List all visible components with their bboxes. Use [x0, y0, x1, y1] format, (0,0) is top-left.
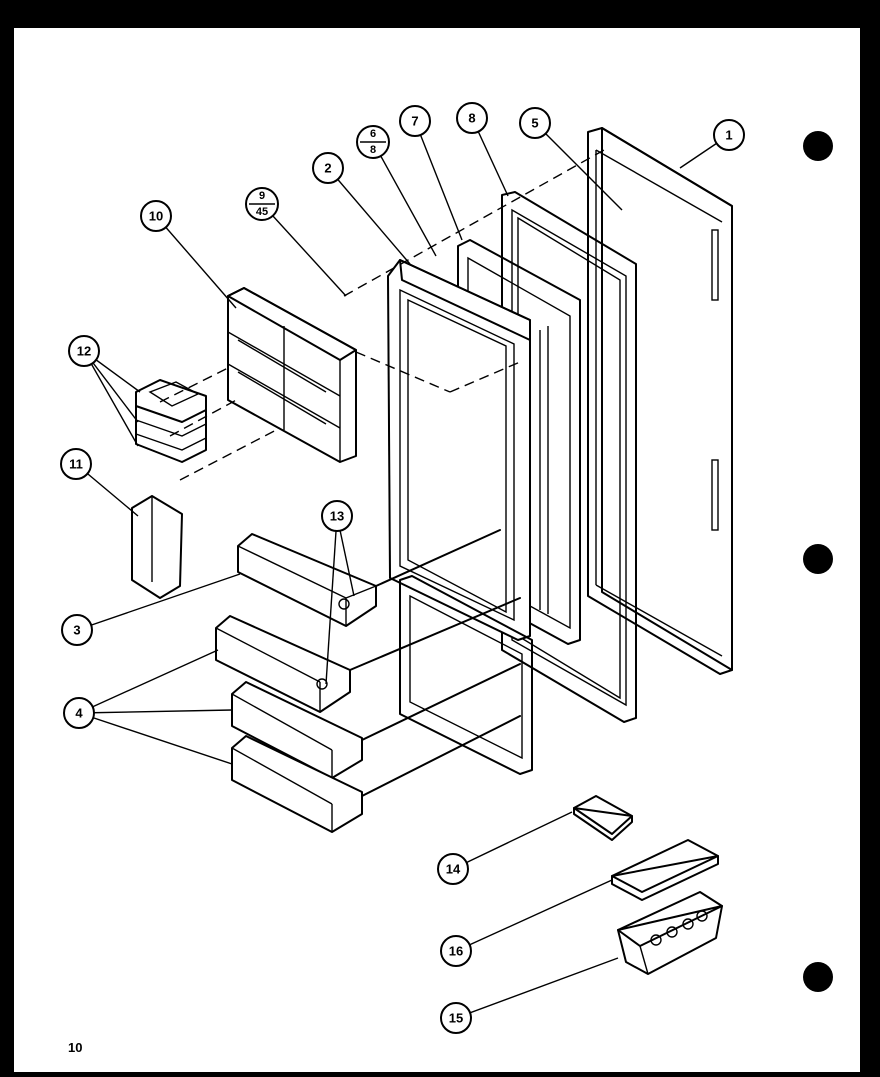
callout-6-top-label: 6: [370, 128, 376, 140]
callout-12-label: 12: [77, 344, 91, 359]
callout-16-label: 16: [449, 944, 463, 959]
part-4-door-bin-2: [231, 681, 363, 779]
callout-1-label: 1: [725, 128, 732, 143]
callout-13-label: 13: [330, 509, 344, 524]
callout-10: 10: [140, 200, 172, 232]
callout-9-top-label: 9: [259, 190, 265, 202]
callout-7: 7: [399, 105, 431, 137]
callout-4: 4: [63, 697, 95, 729]
binder-hole-top: [803, 131, 833, 161]
callout-8: 8: [456, 102, 488, 134]
binder-hole-middle: [803, 544, 833, 574]
binder-hole-bottom: [803, 962, 833, 992]
page-number: 10: [68, 1040, 82, 1055]
part-4-door-bin-3: [231, 735, 363, 833]
callout-10-label: 10: [149, 209, 163, 224]
part-15-basket: [617, 891, 723, 975]
part-16-lid: [611, 839, 719, 901]
callout-5-label: 5: [531, 116, 538, 131]
callout-3: 3: [61, 614, 93, 646]
callout-9-over-45: 9 45: [245, 187, 279, 221]
callout-13: 13: [321, 500, 353, 532]
part-2-lower-frame: [399, 575, 533, 775]
callout-4-label: 4: [75, 706, 83, 721]
callout-14: 14: [437, 853, 469, 885]
part-4-door-bin-1: [215, 615, 351, 713]
part-1-outer-door: [587, 127, 733, 675]
callout-8-label: 8: [468, 111, 475, 126]
callout-2: 2: [312, 152, 344, 184]
part-2-door-liner: [387, 259, 531, 641]
callout-16: 16: [440, 935, 472, 967]
callout-15-label: 15: [449, 1011, 463, 1026]
callout-11-label: 11: [69, 457, 83, 472]
callout-2-label: 2: [324, 161, 331, 176]
callout-11: 11: [60, 448, 92, 480]
callout-1: 1: [713, 119, 745, 151]
callout-6-bottom-label: 8: [370, 144, 376, 156]
callout-6-over-8: 6 8: [356, 125, 390, 159]
callout-5: 5: [519, 107, 551, 139]
callout-14-label: 14: [446, 862, 461, 877]
callout-12: 12: [68, 335, 100, 367]
part-3-door-bin: [237, 533, 377, 627]
callout-15: 15: [440, 1002, 472, 1034]
part-12-storage-bins: [135, 379, 207, 463]
part-14-small-tray: [573, 795, 633, 841]
callout-9-bottom-label: 45: [256, 206, 268, 218]
alignment-lines: [159, 149, 605, 797]
part-10-shelf-rack: [227, 287, 357, 463]
part-11-cover-panel: [131, 495, 183, 599]
callout-7-label: 7: [411, 114, 418, 129]
callout-3-label: 3: [73, 623, 80, 638]
